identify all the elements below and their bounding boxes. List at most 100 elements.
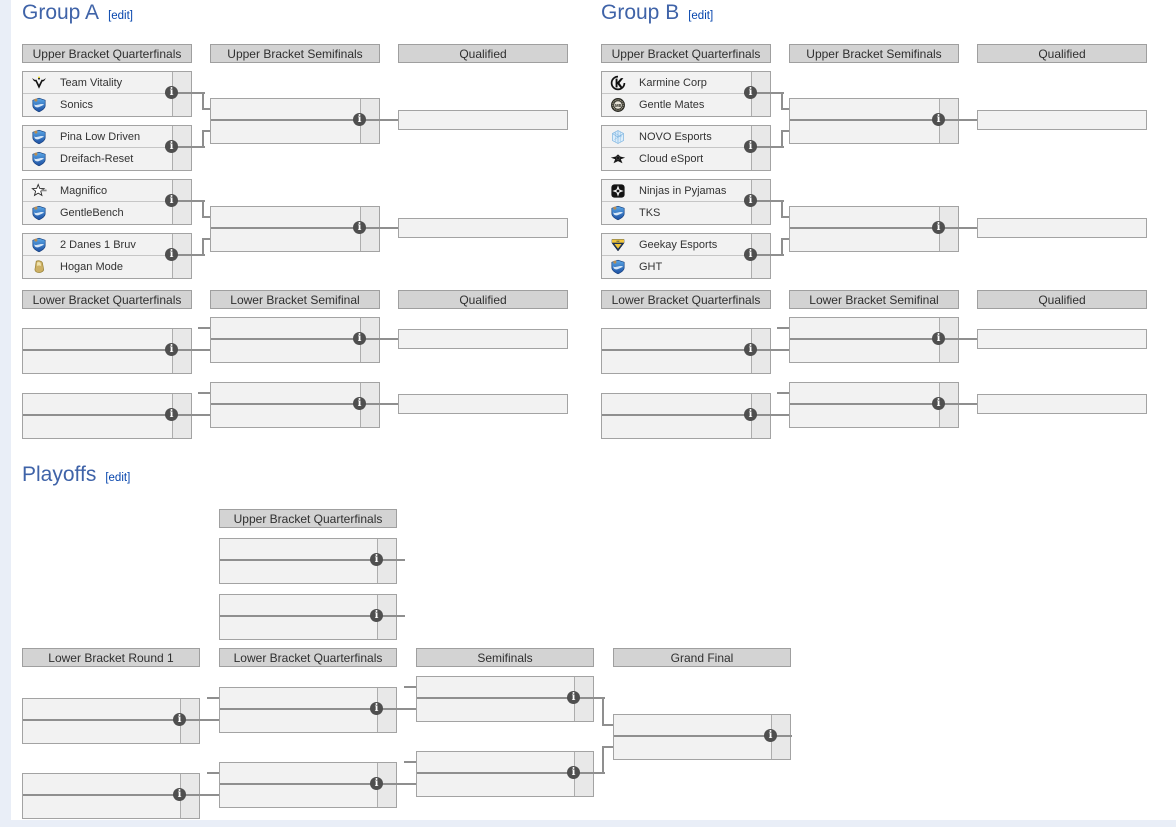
team-name[interactable]: Gentle Mates <box>639 99 705 111</box>
connector-line <box>771 414 789 416</box>
playoffs-title: Playoffs <box>22 463 97 486</box>
match-info-icon[interactable]: i <box>744 194 757 207</box>
connector-line <box>380 338 398 340</box>
connector-line <box>203 216 210 218</box>
match-info-icon[interactable]: i <box>567 691 580 704</box>
match-info-icon[interactable]: i <box>764 729 777 742</box>
team-name[interactable]: Magnifico <box>60 185 108 197</box>
qualified-slot <box>977 110 1147 130</box>
match-info-icon[interactable]: i <box>165 140 178 153</box>
team-name[interactable]: 2 Danes 1 Bruv <box>60 239 136 251</box>
match-info-icon[interactable]: i <box>353 332 366 345</box>
match-info-icon[interactable]: i <box>370 553 383 566</box>
team-name[interactable]: Hogan Mode <box>60 261 123 273</box>
match-winner-line <box>220 783 398 785</box>
match-info-icon[interactable]: i <box>165 408 178 421</box>
match-info-icon[interactable]: i <box>744 343 757 356</box>
team-name[interactable]: Team Vitality <box>60 77 123 89</box>
team-name[interactable]: Ninjas in Pyjamas <box>639 185 727 197</box>
match-info-icon[interactable]: i <box>165 248 178 261</box>
match-winner-line <box>744 146 772 148</box>
match-winner-line <box>744 200 772 202</box>
bracket-match: i <box>789 317 960 363</box>
match-info-icon[interactable]: i <box>173 713 186 726</box>
team-name[interactable]: NOVO Esports <box>639 131 712 143</box>
match-info-icon[interactable]: i <box>173 788 186 801</box>
match-info-icon[interactable]: i <box>353 221 366 234</box>
rl-shield-icon <box>31 129 47 145</box>
bracket-match: i <box>22 698 201 744</box>
connector-line <box>782 108 789 110</box>
match-info-icon[interactable]: i <box>932 113 945 126</box>
team-name[interactable]: Cloud eSport <box>639 153 704 165</box>
group-a-edit-link[interactable]: [edit] <box>108 10 133 22</box>
team-name[interactable]: Sonics <box>60 99 94 111</box>
team-row: TKS <box>602 202 770 224</box>
connector-line <box>200 794 219 796</box>
round-header: Qualified <box>977 290 1147 309</box>
match-info-icon[interactable]: i <box>932 332 945 345</box>
connector-line <box>192 349 210 351</box>
team-name[interactable]: Geekay Esports <box>639 239 718 251</box>
match-winner-line <box>790 403 960 405</box>
match-info-icon[interactable]: i <box>370 702 383 715</box>
connector-line <box>782 216 789 218</box>
match-winner-line <box>417 772 595 774</box>
nip-icon <box>610 183 626 199</box>
team-name[interactable]: GentleBench <box>60 207 124 219</box>
team-name[interactable]: GHT <box>639 261 663 273</box>
svg-text:GK: GK <box>616 241 620 243</box>
match-info-icon[interactable]: i <box>370 609 383 622</box>
match-info-icon[interactable]: i <box>165 194 178 207</box>
match-row-divider <box>602 147 770 148</box>
match-winner-line <box>602 349 772 351</box>
connector-line <box>198 327 210 329</box>
match-winner-line <box>211 338 381 340</box>
match-info-icon[interactable]: i <box>932 221 945 234</box>
match-info-icon[interactable]: i <box>744 140 757 153</box>
connector-line <box>397 559 405 561</box>
bracket-match: i <box>22 328 193 374</box>
bracket-match: i <box>210 382 381 428</box>
match-info-icon[interactable]: i <box>370 777 383 790</box>
round-header: Upper Bracket Quarterfinals <box>601 44 771 63</box>
round-header: Lower Bracket Quarterfinals <box>219 648 397 667</box>
connector-line <box>203 238 210 240</box>
match-winner-line <box>165 92 193 94</box>
match-winner-line <box>23 719 201 721</box>
playoffs-edit-link[interactable]: [edit] <box>105 472 131 484</box>
team-row: Ninjas in Pyjamas <box>602 180 770 202</box>
team-name[interactable]: TKS <box>639 207 661 219</box>
match-winner-line <box>744 92 772 94</box>
match-info-icon[interactable]: i <box>353 113 366 126</box>
novo-cube-icon <box>610 129 626 145</box>
connector-line <box>594 772 605 774</box>
team-row: Sonics <box>23 94 191 116</box>
rl-shield-icon <box>610 205 626 221</box>
team-name[interactable]: Karmine Corp <box>639 77 707 89</box>
match-info-icon[interactable]: i <box>932 397 945 410</box>
connector-line <box>782 238 789 240</box>
qualified-slot <box>398 218 568 238</box>
match-info-icon[interactable]: i <box>744 248 757 261</box>
connector-line <box>202 200 204 218</box>
team-name[interactable]: Pina Low Driven <box>60 131 141 143</box>
match-info-icon[interactable]: i <box>165 343 178 356</box>
team-name[interactable]: Dreifach-Reset <box>60 153 134 165</box>
match-winner-line <box>790 119 960 121</box>
match-info-icon[interactable]: i <box>744 408 757 421</box>
geekay-icon: GK <box>610 237 626 253</box>
connector-line <box>959 403 977 405</box>
match-info-icon[interactable]: i <box>744 86 757 99</box>
match-info-icon[interactable]: i <box>353 397 366 410</box>
rl-shield-icon <box>31 151 47 167</box>
match-info-icon[interactable]: i <box>165 86 178 99</box>
group-b-edit-link[interactable]: [edit] <box>688 10 714 22</box>
match-info-icon[interactable]: i <box>567 766 580 779</box>
round-header: Lower Bracket Semifinal <box>789 290 959 309</box>
connector-line <box>198 392 210 394</box>
team-row: NOVO Esports <box>602 126 770 148</box>
